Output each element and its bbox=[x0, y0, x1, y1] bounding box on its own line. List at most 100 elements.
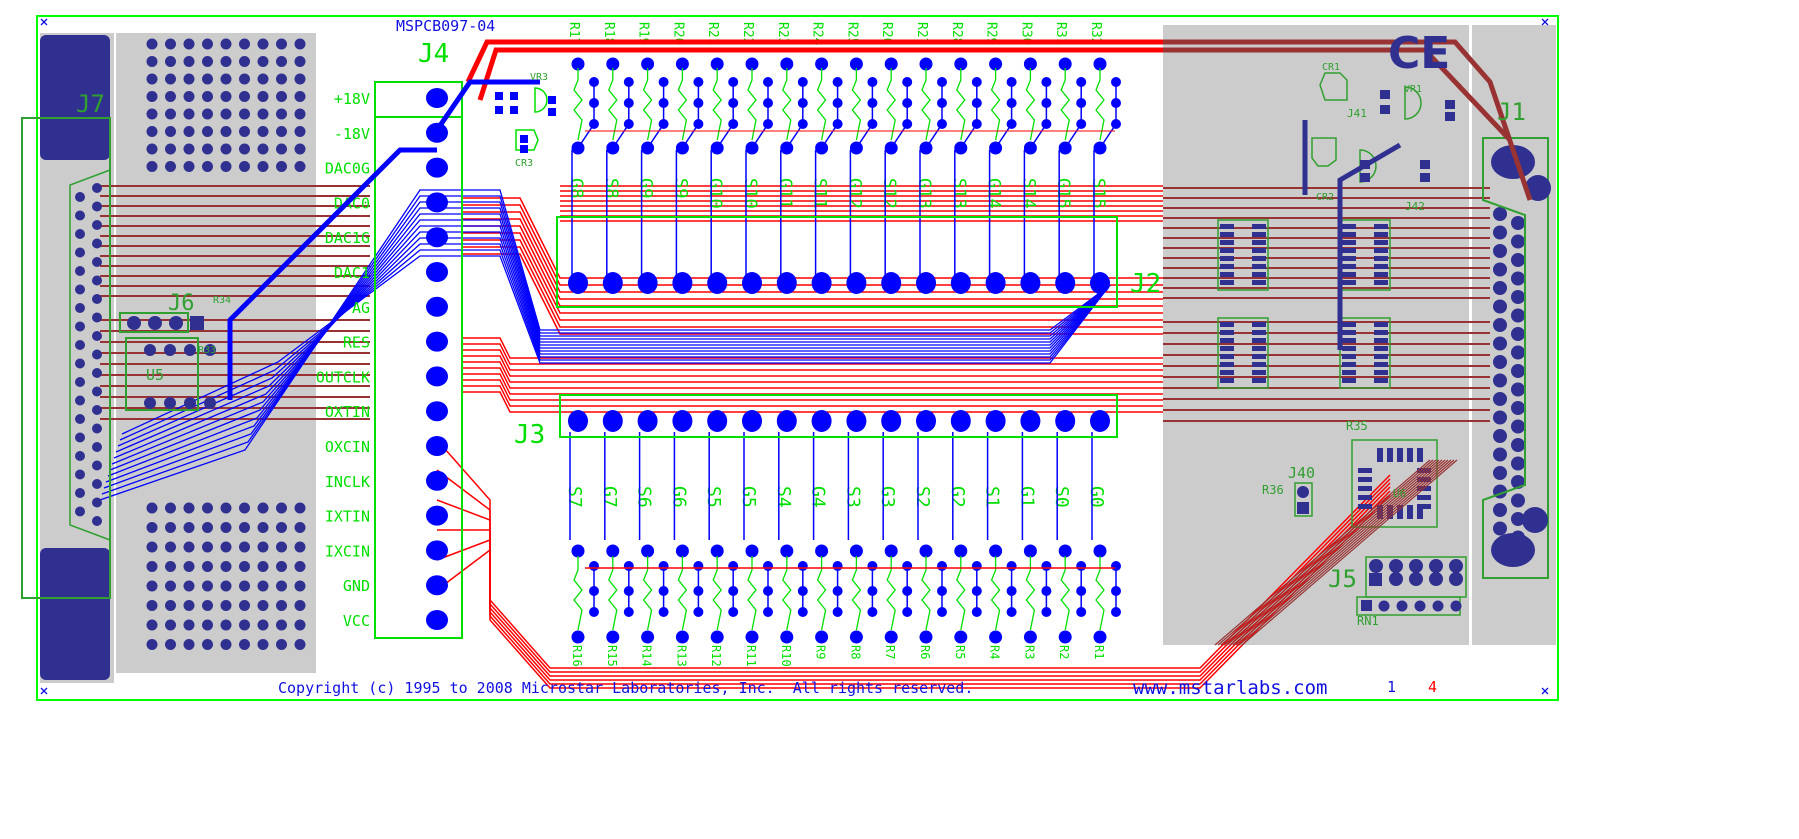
ic-pad bbox=[1252, 322, 1266, 327]
vr1-outline bbox=[1404, 86, 1422, 120]
j3-pin-label: G4 bbox=[808, 486, 829, 508]
capacitor-pad bbox=[1360, 173, 1370, 182]
j4-pin-label: OXCIN bbox=[325, 438, 370, 456]
u6-label: U6 bbox=[1393, 487, 1406, 500]
j7-pin bbox=[75, 358, 85, 369]
resistor-pad bbox=[606, 57, 620, 71]
via-grid-dot bbox=[202, 522, 213, 533]
ic-pad bbox=[1252, 240, 1266, 245]
via-grid-dot bbox=[202, 143, 213, 155]
j3-pad bbox=[846, 410, 867, 432]
via-grid-dot bbox=[220, 600, 232, 611]
j7-pin bbox=[92, 479, 102, 489]
ic-pad bbox=[1374, 256, 1388, 261]
bottom-resistor-label: R9 bbox=[814, 645, 828, 659]
j2-pin-label: S9 bbox=[670, 178, 690, 198]
j4-pin-label: VCC bbox=[343, 612, 370, 630]
capacitor-pad bbox=[510, 106, 518, 114]
resistor-pad bbox=[1058, 57, 1072, 71]
j7-pin bbox=[92, 423, 102, 434]
bottom-trace bbox=[1064, 123, 1082, 149]
via-grid-dot bbox=[183, 108, 195, 120]
resistor-pad bbox=[1023, 544, 1037, 558]
j2-pad bbox=[811, 272, 832, 294]
resistor-pad bbox=[954, 544, 968, 558]
j2-pad bbox=[916, 272, 936, 294]
resistor-symbol bbox=[642, 68, 653, 141]
j2-pin-label: G14 bbox=[984, 178, 1004, 209]
bottom-trace bbox=[960, 123, 978, 149]
via-grid-dot bbox=[202, 619, 213, 631]
j3-pin-label: G0 bbox=[1086, 486, 1107, 508]
rn1-pin bbox=[1450, 600, 1462, 612]
j7-pin bbox=[75, 414, 85, 424]
ic-pad bbox=[1220, 256, 1234, 261]
top-trace bbox=[462, 232, 1163, 314]
ic-pad bbox=[1374, 370, 1388, 375]
ic-pad bbox=[1374, 322, 1388, 327]
via-grid-dot bbox=[276, 56, 287, 67]
j1-pin bbox=[1493, 299, 1507, 314]
resistor-symbol bbox=[990, 68, 1001, 141]
via-grid-dot bbox=[146, 38, 158, 50]
via-grid-dot bbox=[183, 561, 195, 572]
via-grid-dot bbox=[239, 522, 250, 533]
capacitor-pad bbox=[1420, 160, 1430, 169]
j4-pad bbox=[426, 610, 448, 630]
j7-pin bbox=[92, 442, 102, 452]
via-grid-dot bbox=[146, 639, 158, 650]
ic-pad bbox=[1342, 248, 1356, 253]
j2-pin-label: S14 bbox=[1018, 178, 1038, 209]
bottom-resistor-label: R10 bbox=[779, 645, 793, 667]
via-grid-dot bbox=[294, 639, 306, 650]
j3-pin-label: S7 bbox=[564, 486, 585, 508]
j1-label: J1 bbox=[1497, 98, 1526, 126]
j4-pad bbox=[426, 296, 448, 317]
j4-pad bbox=[426, 575, 448, 596]
ce-mark: CE bbox=[1388, 28, 1450, 79]
resistor-pad bbox=[954, 630, 968, 644]
j7-pin bbox=[92, 312, 102, 323]
via-grid-dot bbox=[183, 502, 195, 514]
via-grid-dot bbox=[294, 143, 306, 155]
ic-pad bbox=[1220, 338, 1234, 343]
j1-pin bbox=[1493, 225, 1507, 240]
resistor-symbol bbox=[886, 556, 897, 631]
bottom-trace bbox=[577, 123, 595, 149]
via-grid-dot bbox=[257, 143, 269, 155]
bottom-resistor-label: R2 bbox=[1057, 645, 1071, 659]
j2-label: J2 bbox=[1130, 269, 1161, 299]
j1-pin bbox=[1511, 456, 1525, 471]
u5-pin bbox=[184, 397, 196, 409]
u5-pin bbox=[164, 344, 176, 356]
website-url: www.mstarlabs.com bbox=[1133, 677, 1327, 699]
capacitor-pad bbox=[1420, 173, 1430, 182]
j3-pin-label: G6 bbox=[668, 486, 689, 508]
resistor-pad bbox=[641, 544, 655, 558]
u5-pin bbox=[164, 397, 176, 409]
j3-outline bbox=[559, 394, 1118, 438]
bottom-trace bbox=[103, 201, 1111, 489]
j2-pad bbox=[776, 272, 797, 294]
via-grid-dot bbox=[183, 143, 195, 155]
ic-pad bbox=[1374, 338, 1388, 343]
j2-pad bbox=[1020, 272, 1041, 294]
j7-pin bbox=[75, 303, 85, 313]
via-grid-dot bbox=[146, 126, 158, 137]
j2-pad bbox=[950, 272, 971, 294]
resistor-pad bbox=[710, 544, 724, 558]
j2-pin-label: G15 bbox=[1053, 178, 1073, 209]
ic-pad bbox=[1374, 272, 1388, 277]
resistor-pad bbox=[606, 544, 620, 558]
corner-marks bbox=[40, 18, 1549, 695]
via-grid-dot bbox=[183, 639, 195, 650]
j4-pad bbox=[426, 505, 448, 526]
ic-pad bbox=[1220, 232, 1234, 237]
via-grid-dot bbox=[202, 161, 213, 172]
via-grid-dot bbox=[146, 73, 158, 85]
j5-pin bbox=[1369, 559, 1383, 573]
j4-pad bbox=[426, 262, 448, 282]
j2-pad bbox=[846, 272, 867, 294]
resistor-pad bbox=[710, 630, 724, 644]
resistor-symbol bbox=[781, 556, 792, 631]
